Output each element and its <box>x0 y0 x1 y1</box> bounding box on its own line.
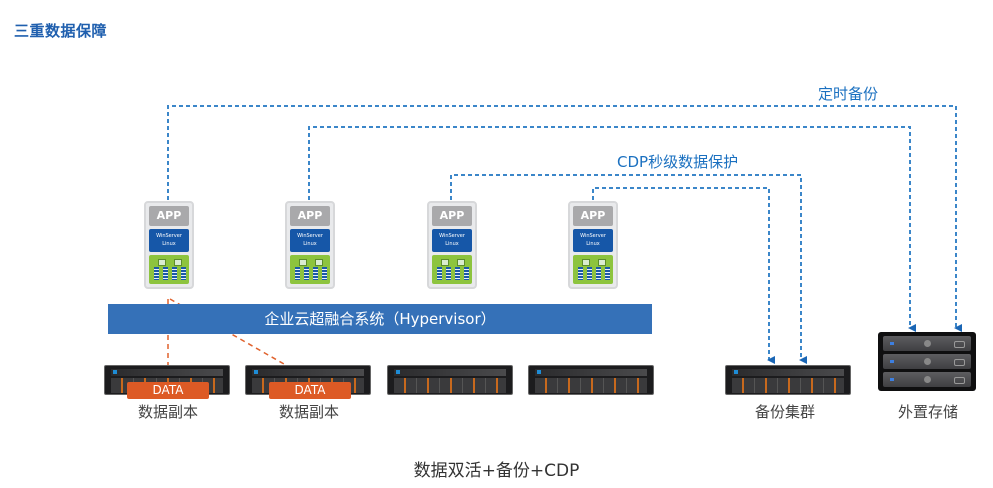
cdp-line-1 <box>450 174 807 364</box>
bottom-caption: 数据双活+备份+CDP <box>413 461 580 481</box>
hardware-icon <box>290 255 330 284</box>
external-storage-caption: 外置存储 <box>897 403 958 421</box>
external-storage-icon <box>878 332 976 391</box>
app-label: APP <box>290 206 330 226</box>
data-tag: DATA <box>127 382 209 399</box>
scheduled-backup-label: 定时备份 <box>818 85 879 103</box>
data-tag: DATA <box>269 382 351 399</box>
os-line-1: WinServer <box>156 233 182 239</box>
hardware-icon <box>432 255 472 284</box>
cdp-protection-label: CDP秒级数据保护 <box>617 153 739 171</box>
replica-caption: 数据副本 <box>137 403 198 421</box>
hardware-icon <box>149 255 189 284</box>
os-line-1: WinServer <box>297 233 323 239</box>
hardware-icon <box>573 255 613 284</box>
backup-cluster-server-icon <box>725 365 851 395</box>
os-line-1: WinServer <box>580 233 606 239</box>
scheduled-backup-line-2 <box>308 126 916 332</box>
os-line-2: Linux <box>162 241 176 247</box>
cdp-line-2 <box>592 187 775 364</box>
replica-caption: 数据副本 <box>278 403 339 421</box>
page-title: 三重数据保障 <box>14 22 108 40</box>
backup-cluster-caption: 备份集群 <box>754 403 815 421</box>
server-icon <box>387 365 513 395</box>
os-line-2: Linux <box>586 241 600 247</box>
app-label: APP <box>149 206 189 226</box>
os-line-2: Linux <box>445 241 459 247</box>
replica-line-2 <box>169 298 299 373</box>
app-label: APP <box>573 206 613 226</box>
os-line-1: WinServer <box>439 233 465 239</box>
server-icon <box>528 365 654 395</box>
hypervisor-bar: 企业云超融合系统（Hypervisor） <box>108 304 652 334</box>
os-line-2: Linux <box>303 241 317 247</box>
app-label: APP <box>432 206 472 226</box>
